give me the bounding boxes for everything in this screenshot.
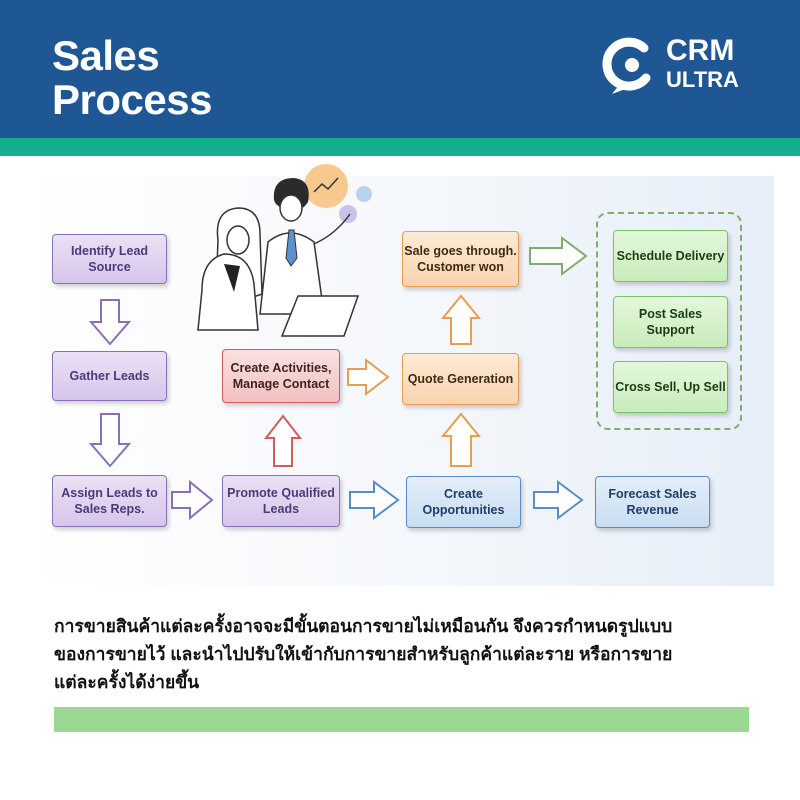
arrow-right-1 — [171, 479, 214, 521]
crm-ultra-chat-c-icon — [602, 37, 651, 94]
title-line-1: Sales — [52, 32, 160, 79]
step-create-activities: Create Activities, Manage Contact — [222, 349, 340, 403]
step-cross-sell-up-sell: Cross Sell, Up Sell — [613, 361, 728, 413]
arrow-up-orange-1 — [440, 412, 482, 467]
step-identify-lead-source: Identify Lead Source — [52, 234, 167, 284]
arrow-down-1 — [88, 299, 132, 346]
step-post-sales-support: Post Sales Support — [613, 296, 728, 348]
header-banner — [0, 0, 800, 138]
business-people-with-laptop-illustration — [197, 164, 372, 337]
arrow-right-orange — [347, 357, 390, 397]
step-schedule-delivery: Schedule Delivery — [613, 230, 728, 282]
description-line-3: แต่ละครั้งได้ง่ายขึ้น — [54, 672, 200, 692]
step-forecast-sales-revenue: Forecast Sales Revenue — [595, 476, 710, 528]
step-sale-goes-through: Sale goes through. Customer won — [402, 231, 519, 287]
page-title: Sales Process — [52, 34, 212, 122]
arrow-down-2 — [88, 413, 132, 468]
arrow-up-orange-2 — [440, 294, 482, 345]
title-line-2: Process — [52, 76, 212, 123]
arrow-up-red — [263, 414, 303, 467]
description-text: การขายสินค้าแต่ละครั้งอาจจะมีขั้นตอนการข… — [54, 612, 754, 696]
step-quote-generation: Quote Generation — [402, 353, 519, 405]
description-line-1: การขายสินค้าแต่ละครั้งอาจจะมีขั้นตอนการข… — [54, 616, 673, 636]
logo-text-ultra: ULTRA — [666, 67, 739, 92]
step-gather-leads: Gather Leads — [52, 351, 167, 401]
bottom-green-bar — [54, 707, 749, 732]
teal-divider-band — [0, 138, 800, 156]
crm-ultra-logo: CRM ULTRA — [600, 34, 750, 98]
post-sale-group — [596, 212, 742, 430]
arrow-right-blue-1 — [349, 480, 400, 520]
description-line-2: ของการขายไว้ และนำไปปรับให้เข้ากับการขาย… — [54, 644, 673, 664]
step-create-opportunities: Create Opportunities — [406, 476, 521, 528]
arrow-right-blue-2 — [533, 480, 584, 520]
step-promote-qualified-leads: Promote Qualified Leads — [222, 475, 340, 527]
arrow-right-green — [529, 236, 588, 276]
logo-text-crm: CRM — [666, 34, 735, 67]
step-assign-leads: Assign Leads to Sales Reps. — [52, 475, 167, 527]
